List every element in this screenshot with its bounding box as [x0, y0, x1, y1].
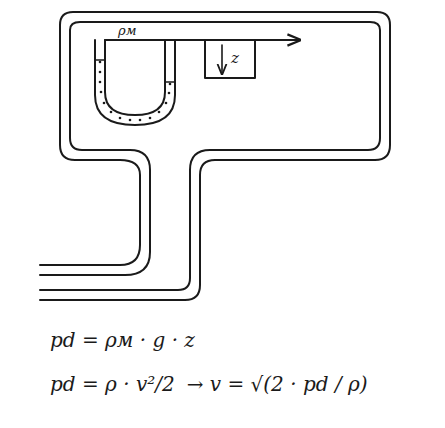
pipe-outer-wall [40, 12, 390, 300]
liquid-dots [99, 61, 172, 122]
formula-line: pd = ρм · g · z [50, 328, 195, 352]
formula-line: pd = ρ · v²/2 [50, 372, 175, 396]
liquid-level [95, 60, 175, 82]
u-tube-outer [95, 40, 175, 125]
flow-line [105, 39, 300, 41]
height-arrow [221, 45, 223, 74]
level-box [205, 40, 255, 78]
formula-result: → v = √(2 · pd / ρ) [187, 372, 368, 396]
pipe-inner-wall [40, 22, 380, 290]
u-tube-inner [105, 40, 165, 115]
height-label: z [231, 49, 239, 67]
fluid-density-label: ρм [118, 23, 136, 38]
